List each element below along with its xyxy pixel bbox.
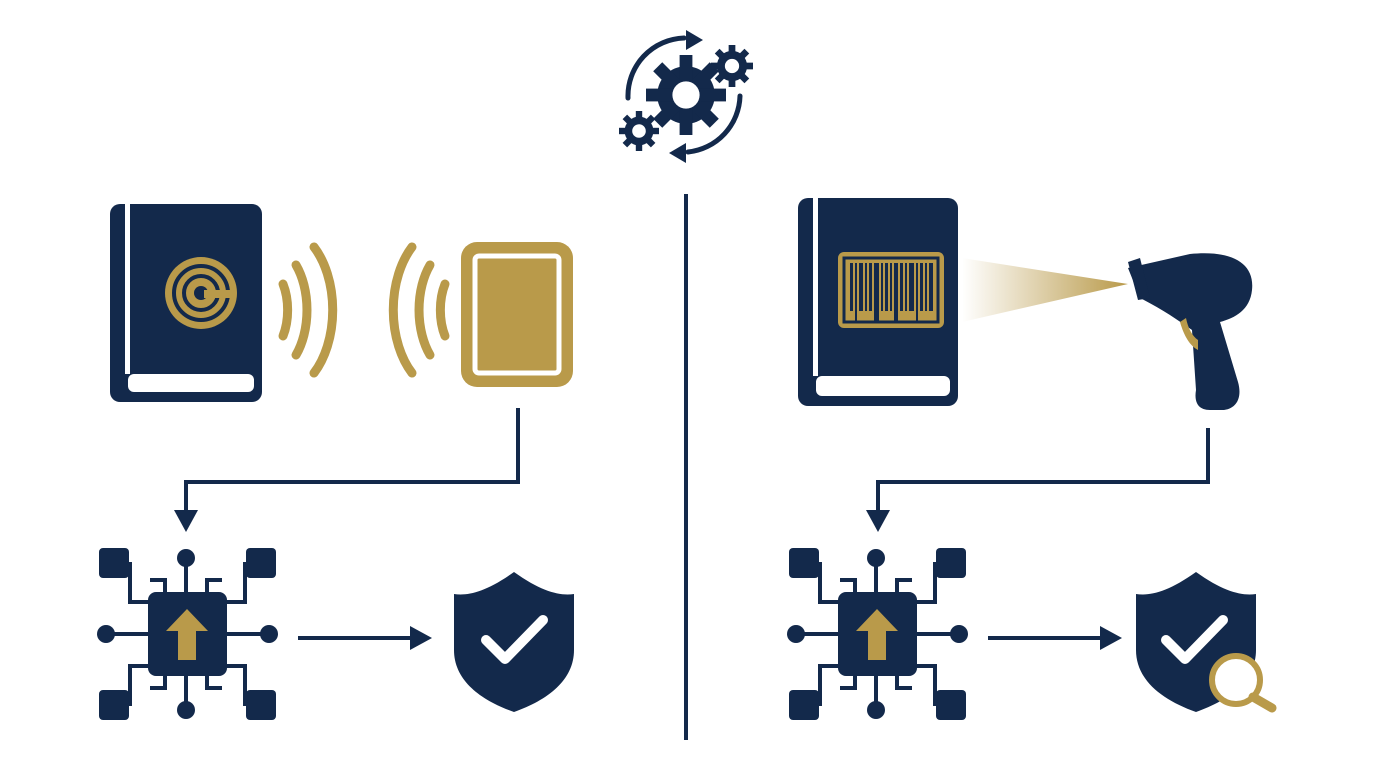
barcode-bar [916, 263, 918, 321]
barcode-bar [900, 263, 903, 311]
book-with-rfid-tag-icon [110, 204, 262, 402]
barcode-bar [925, 263, 927, 311]
scan-beam-icon [962, 258, 1128, 322]
processing-chip-icon [787, 548, 968, 720]
shield-check-magnifier-icon [1136, 572, 1277, 713]
chip-to-shield-arrow [988, 626, 1122, 650]
barcode-bar [894, 263, 898, 321]
barcode-bar [850, 263, 853, 311]
barcode-bar [920, 263, 923, 311]
book-with-barcode-icon [798, 198, 958, 406]
scanner-to-chip-connector [866, 428, 1210, 532]
barcode-bar [855, 263, 857, 321]
barcode-bar [929, 263, 933, 311]
reader-to-chip-connector [174, 408, 520, 532]
barcode-bar [881, 263, 883, 311]
barcode-bars [850, 263, 933, 321]
barcode-bar [859, 263, 863, 311]
barcode-bar [869, 263, 872, 311]
barcode-bar [885, 263, 888, 311]
barcode-bar [874, 263, 879, 321]
barcode-scanner-gun-icon [1128, 253, 1253, 410]
shield-check-icon [454, 572, 574, 712]
chip-to-shield-arrow [298, 626, 432, 650]
barcode-bar [890, 263, 892, 311]
processing-chip-icon [97, 548, 278, 720]
barcode-bar [905, 263, 907, 311]
gears-cycle-icon [619, 30, 753, 163]
radio-waves-icon [278, 242, 450, 378]
barcode-bar [909, 263, 914, 311]
barcode-bar [865, 263, 867, 311]
rfid-reader-pad-icon [461, 242, 573, 387]
